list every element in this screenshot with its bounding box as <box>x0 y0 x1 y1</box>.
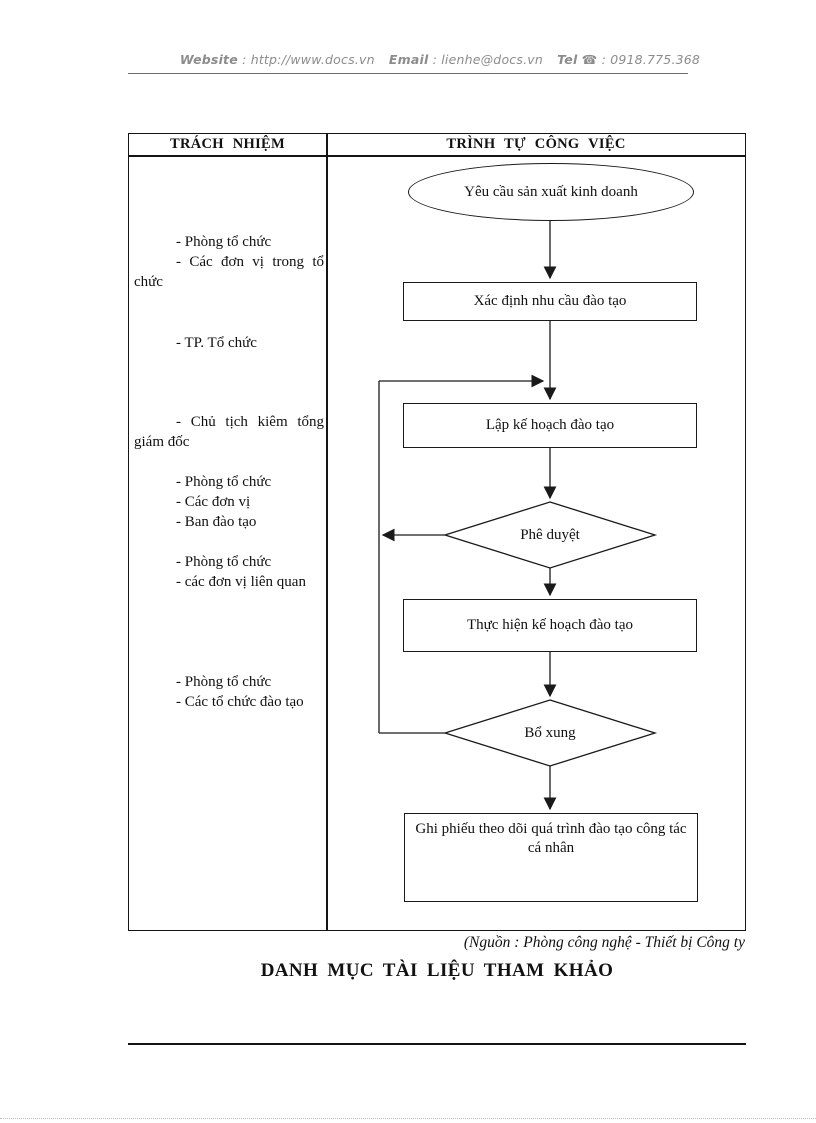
flow-decision-approve-label: Phê duyệt <box>520 526 580 543</box>
responsibility-column-header: TRÁCH NHIỆM <box>169 136 286 152</box>
responsibility-line: - Các tổ chức đào tạo <box>176 694 304 710</box>
website-url: : http://www.docs.vn <box>242 52 375 67</box>
table-header-divider <box>129 155 745 157</box>
tel-label: Tel <box>557 52 578 67</box>
responsibility-block: - Chủ tịch kiêm tổng giám đốc <box>134 412 324 452</box>
responsibility-line: - Phòng tổ chức <box>176 554 272 570</box>
responsibility-block: - Phòng tổ chức - Các đơn vị trong tổ ch… <box>134 232 324 292</box>
flow-step-plan-label: Lập kế hoạch đào tạo <box>485 417 615 433</box>
responsibility-line: - TP. Tổ chức <box>176 335 257 351</box>
sequence-column-header: TRÌNH TỰ CÔNG VIỆC <box>446 136 626 152</box>
flow-step-plan-box: Lập kế hoạch đào tạo <box>403 403 697 448</box>
email-value: : lienhe@docs.vn <box>432 52 543 67</box>
responsibility-block: - TP. Tổ chức <box>134 333 324 353</box>
flow-start-ellipse: Yêu cầu sản xuất kinh doanh <box>408 163 694 221</box>
responsibility-line: - Phòng tổ chức <box>176 234 272 250</box>
responsibility-block: - Phòng tổ chức - Các tổ chức đào tạo <box>134 672 324 712</box>
procedure-table: TRÁCH NHIỆM TRÌNH TỰ CÔNG VIỆC - Phòng t… <box>128 133 746 931</box>
flow-decision-supplement-label: Bổ xung <box>524 724 576 741</box>
flow-step-identify-label: Xác định nhu cầu đào tạo <box>473 293 627 309</box>
responsibility-line: - Phòng tổ chức <box>176 674 272 690</box>
responsibility-line: - Các đơn vị trong tổ chức <box>134 254 324 290</box>
flow-step-implement-box: Thực hiện kế hoạch đào tạo <box>403 599 697 652</box>
table-column-divider <box>326 134 328 930</box>
flow-step-record-label: Ghi phiếu theo dõi quá trình đào tạo côn… <box>415 821 687 856</box>
page-header: Website : http://www.docs.vn Email : lie… <box>160 52 720 67</box>
responsibility-block: - Phòng tổ chức - các đơn vị liên quan <box>134 552 324 592</box>
responsibility-line: - Ban đào tạo <box>176 514 257 530</box>
bottom-rule <box>128 1043 746 1045</box>
page-edge-dotted-line <box>0 1118 816 1119</box>
responsibility-line: - Các đơn vị <box>176 494 251 510</box>
header-rule <box>128 73 688 74</box>
responsibility-line: - Phòng tổ chức <box>176 474 272 490</box>
phone-icon: ☎ <box>581 52 598 67</box>
responsibility-block: - Phòng tổ chức - Các đơn vị - Ban đào t… <box>134 472 324 532</box>
section-title: DANH MỤC TÀI LIỆU THAM KHẢO <box>260 960 614 981</box>
flow-step-record-box: Ghi phiếu theo dõi quá trình đào tạo côn… <box>404 813 698 902</box>
email-label: Email <box>388 52 429 67</box>
website-label: Website <box>179 52 238 67</box>
responsibility-line: - Chủ tịch kiêm tổng giám đốc <box>134 414 324 450</box>
flow-start-label: Yêu cầu sản xuất kinh doanh <box>464 183 638 200</box>
responsibility-line: - các đơn vị liên quan <box>176 574 306 590</box>
tel-value: : 0918.775.368 <box>601 52 701 67</box>
source-note: (Nguồn : Phòng công nghệ - Thiết bị Công… <box>463 934 745 951</box>
flow-step-implement-label: Thực hiện kế hoạch đào tạo <box>467 617 633 633</box>
flow-step-identify-box: Xác định nhu cầu đào tạo <box>403 282 697 321</box>
